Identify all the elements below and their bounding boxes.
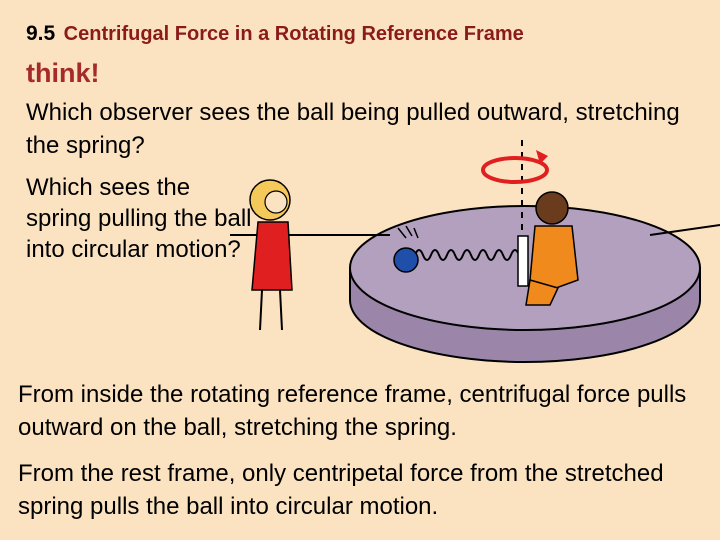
answer-2: From the rest frame, only centripetal fo… [18,457,708,523]
section-title: Centrifugal Force in a Rotating Referenc… [64,23,524,45]
girl-observer [250,180,292,330]
section-number: 9.5 [26,22,55,45]
rotating-frame-illustration [230,140,720,380]
slide-header: 9.5 Centrifugal Force in a Rotating Refe… [26,22,524,46]
think-label: think! [26,58,100,89]
post [518,236,528,286]
question-2: Which sees the spring pulling the ball i… [26,172,256,265]
rotation-arrow-icon [483,150,548,182]
answer-1: From inside the rotating reference frame… [18,378,708,444]
